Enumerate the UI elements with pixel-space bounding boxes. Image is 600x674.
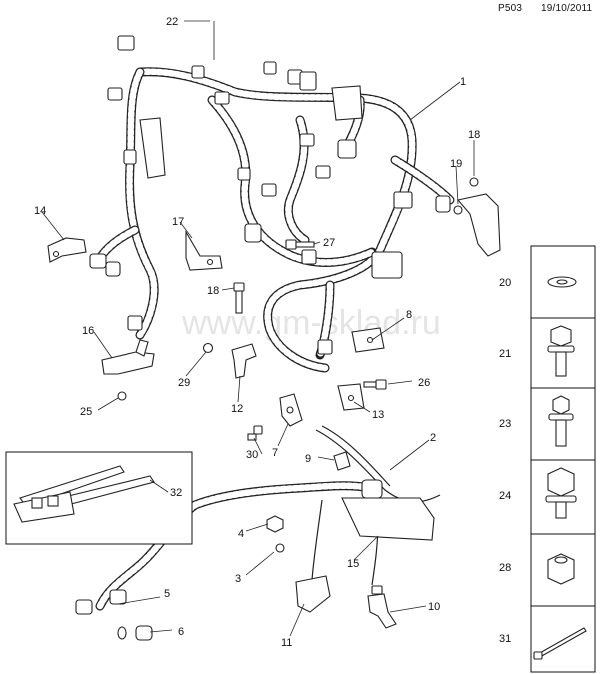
callout-8: 8	[406, 309, 412, 321]
bolt-3	[275, 543, 285, 553]
callout-22: 22	[166, 16, 178, 28]
callout-15: 15	[347, 558, 359, 570]
page-date: 19/10/2011	[541, 3, 593, 14]
callout-4: 4	[238, 528, 244, 540]
callout-5: 5	[164, 588, 170, 600]
callout-26: 26	[418, 377, 430, 389]
callout-10: 10	[428, 601, 440, 613]
panel-label-20: 20	[499, 277, 511, 289]
panel-label-24: 24	[499, 490, 511, 502]
callout-29: 29	[178, 377, 190, 389]
bolt-18-left	[233, 282, 245, 314]
hex-nut-icon	[547, 553, 575, 585]
callout-19: 19	[450, 158, 462, 170]
callout-12: 12	[231, 403, 243, 415]
callout-32: 32	[170, 487, 182, 499]
bracket-7	[279, 393, 303, 427]
callout-30: 30	[246, 449, 258, 461]
bracket-10	[367, 593, 397, 629]
callout-17: 17	[172, 216, 184, 228]
callout-13: 13	[372, 409, 384, 421]
callout-labels: 1 2 3 4 5 6 7 8 9 10 11 12 13 14 15 16 1…	[34, 16, 480, 649]
callout-7: 7	[272, 447, 278, 459]
callout-16: 16	[82, 325, 94, 337]
panel-label-21: 21	[499, 348, 511, 360]
callout-6: 6	[178, 626, 184, 638]
panel-label-28: 28	[499, 562, 511, 574]
cable-tie-icon	[533, 627, 587, 660]
clip-9	[333, 451, 351, 471]
bracket-12	[231, 343, 257, 379]
callout-18-right: 18	[468, 129, 480, 141]
panel-label-31: 31	[499, 633, 511, 645]
bracket-8	[351, 327, 385, 353]
bracket-17	[185, 229, 223, 271]
callout-11: 11	[281, 637, 292, 649]
callout-14: 14	[34, 205, 46, 217]
bracket-11	[295, 575, 331, 613]
nut-25	[117, 391, 127, 401]
leader-lines	[41, 20, 475, 637]
callout-2: 2	[430, 432, 436, 444]
engine-wiring-harness	[89, 35, 455, 373]
bracket-14	[47, 237, 87, 263]
panel-label-23: 23	[499, 418, 511, 430]
callout-18-left: 18	[207, 285, 219, 297]
inset-cable-tie-32	[5, 451, 193, 545]
callout-1: 1	[460, 76, 466, 88]
panel-box-31	[530, 605, 596, 673]
callout-27: 27	[323, 237, 335, 249]
nut-4	[266, 515, 284, 533]
stud-bolt-icon	[548, 395, 574, 447]
connector	[117, 35, 135, 51]
bolt-26	[363, 379, 387, 390]
bolt-30	[247, 425, 263, 441]
page-code: P503	[498, 3, 523, 14]
callout-25: 25	[80, 406, 92, 418]
bolt-27	[285, 239, 315, 250]
hardware-panel: 20 21 23 24	[499, 245, 596, 673]
nut-29	[202, 342, 214, 354]
bracket-16	[101, 339, 155, 375]
hex-bolt-icon	[545, 467, 577, 519]
callout-3: 3	[235, 573, 241, 585]
bracket-18-19-right	[453, 177, 501, 257]
bracket-13	[337, 383, 365, 411]
callout-9: 9	[305, 453, 311, 465]
cap-6	[117, 625, 153, 641]
flange-bolt-icon	[547, 325, 575, 377]
watermark-text: www.gm-sklad.ru	[181, 304, 441, 342]
